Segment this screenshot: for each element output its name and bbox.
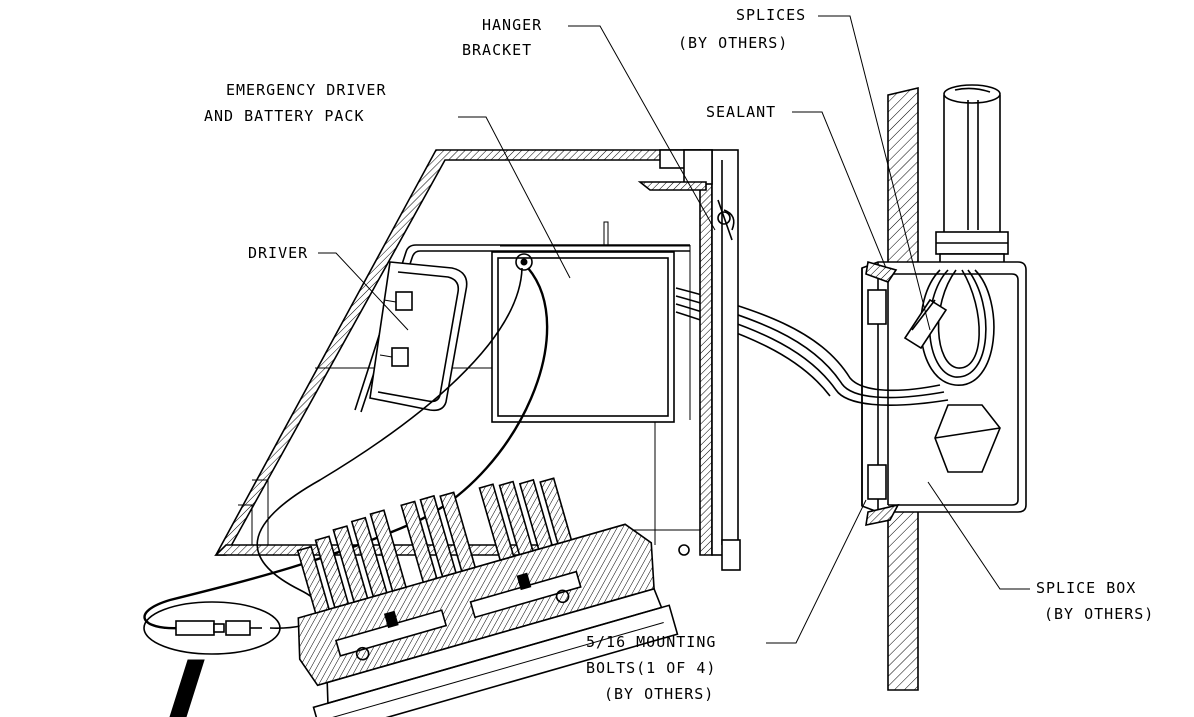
splices-label-line1: SPLICES — [736, 6, 806, 24]
splices-label-line2: (BY OTHERS) — [678, 34, 788, 52]
driver-label: DRIVER — [248, 244, 308, 262]
heat-sink-fins — [296, 477, 573, 615]
emergency-label-line2: AND BATTERY PACK — [204, 107, 365, 125]
bolts-label-line1: 5/16 MOUNTING — [586, 633, 716, 651]
splice-box-label-line1: SPLICE BOX — [1036, 579, 1136, 597]
bolts-label-line3: (BY OTHERS) — [604, 685, 714, 703]
driver-module — [369, 261, 468, 412]
quick-connector — [143, 601, 281, 717]
heat-sink-lens-assembly — [296, 477, 679, 717]
splice-box — [861, 260, 1027, 527]
sealant-label: SEALANT — [706, 103, 776, 121]
splice-box-label-line2: (BY OTHERS) — [1044, 605, 1154, 623]
conduit — [935, 84, 1009, 269]
leader-lines — [318, 15, 1030, 644]
latch-screw — [678, 544, 690, 556]
hanger-label-line1: HANGER — [482, 16, 542, 34]
bolts-label-line2: BOLTS(1 OF 4) — [586, 659, 716, 677]
emergency-label-line1: EMERGENCY DRIVER — [226, 81, 387, 99]
labels: HANGER BRACKET SPLICES (BY OTHERS) EMERG… — [204, 6, 1154, 703]
hanger-bracket — [637, 149, 735, 241]
battery-pack — [491, 251, 675, 423]
latch — [721, 539, 741, 571]
hanger-label-line2: BRACKET — [462, 41, 532, 59]
